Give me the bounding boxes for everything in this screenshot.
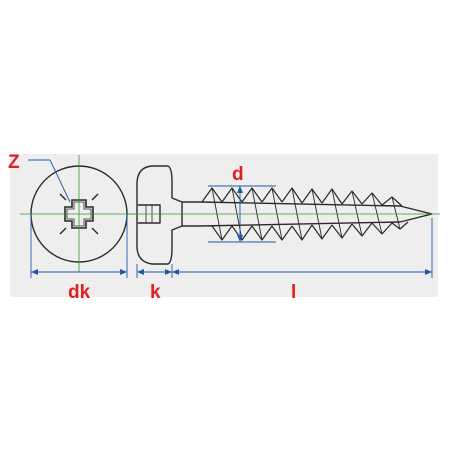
label-z: Z — [8, 152, 20, 173]
label-d: d — [232, 164, 244, 185]
label-k: k — [150, 282, 161, 303]
label-l: l — [291, 282, 296, 303]
head-centerlines — [20, 155, 138, 272]
dimension-d — [208, 185, 276, 243]
z-leader — [28, 159, 71, 203]
dimension-dk — [30, 214, 128, 278]
dimension-l — [172, 218, 433, 278]
label-dk: dk — [68, 282, 91, 303]
